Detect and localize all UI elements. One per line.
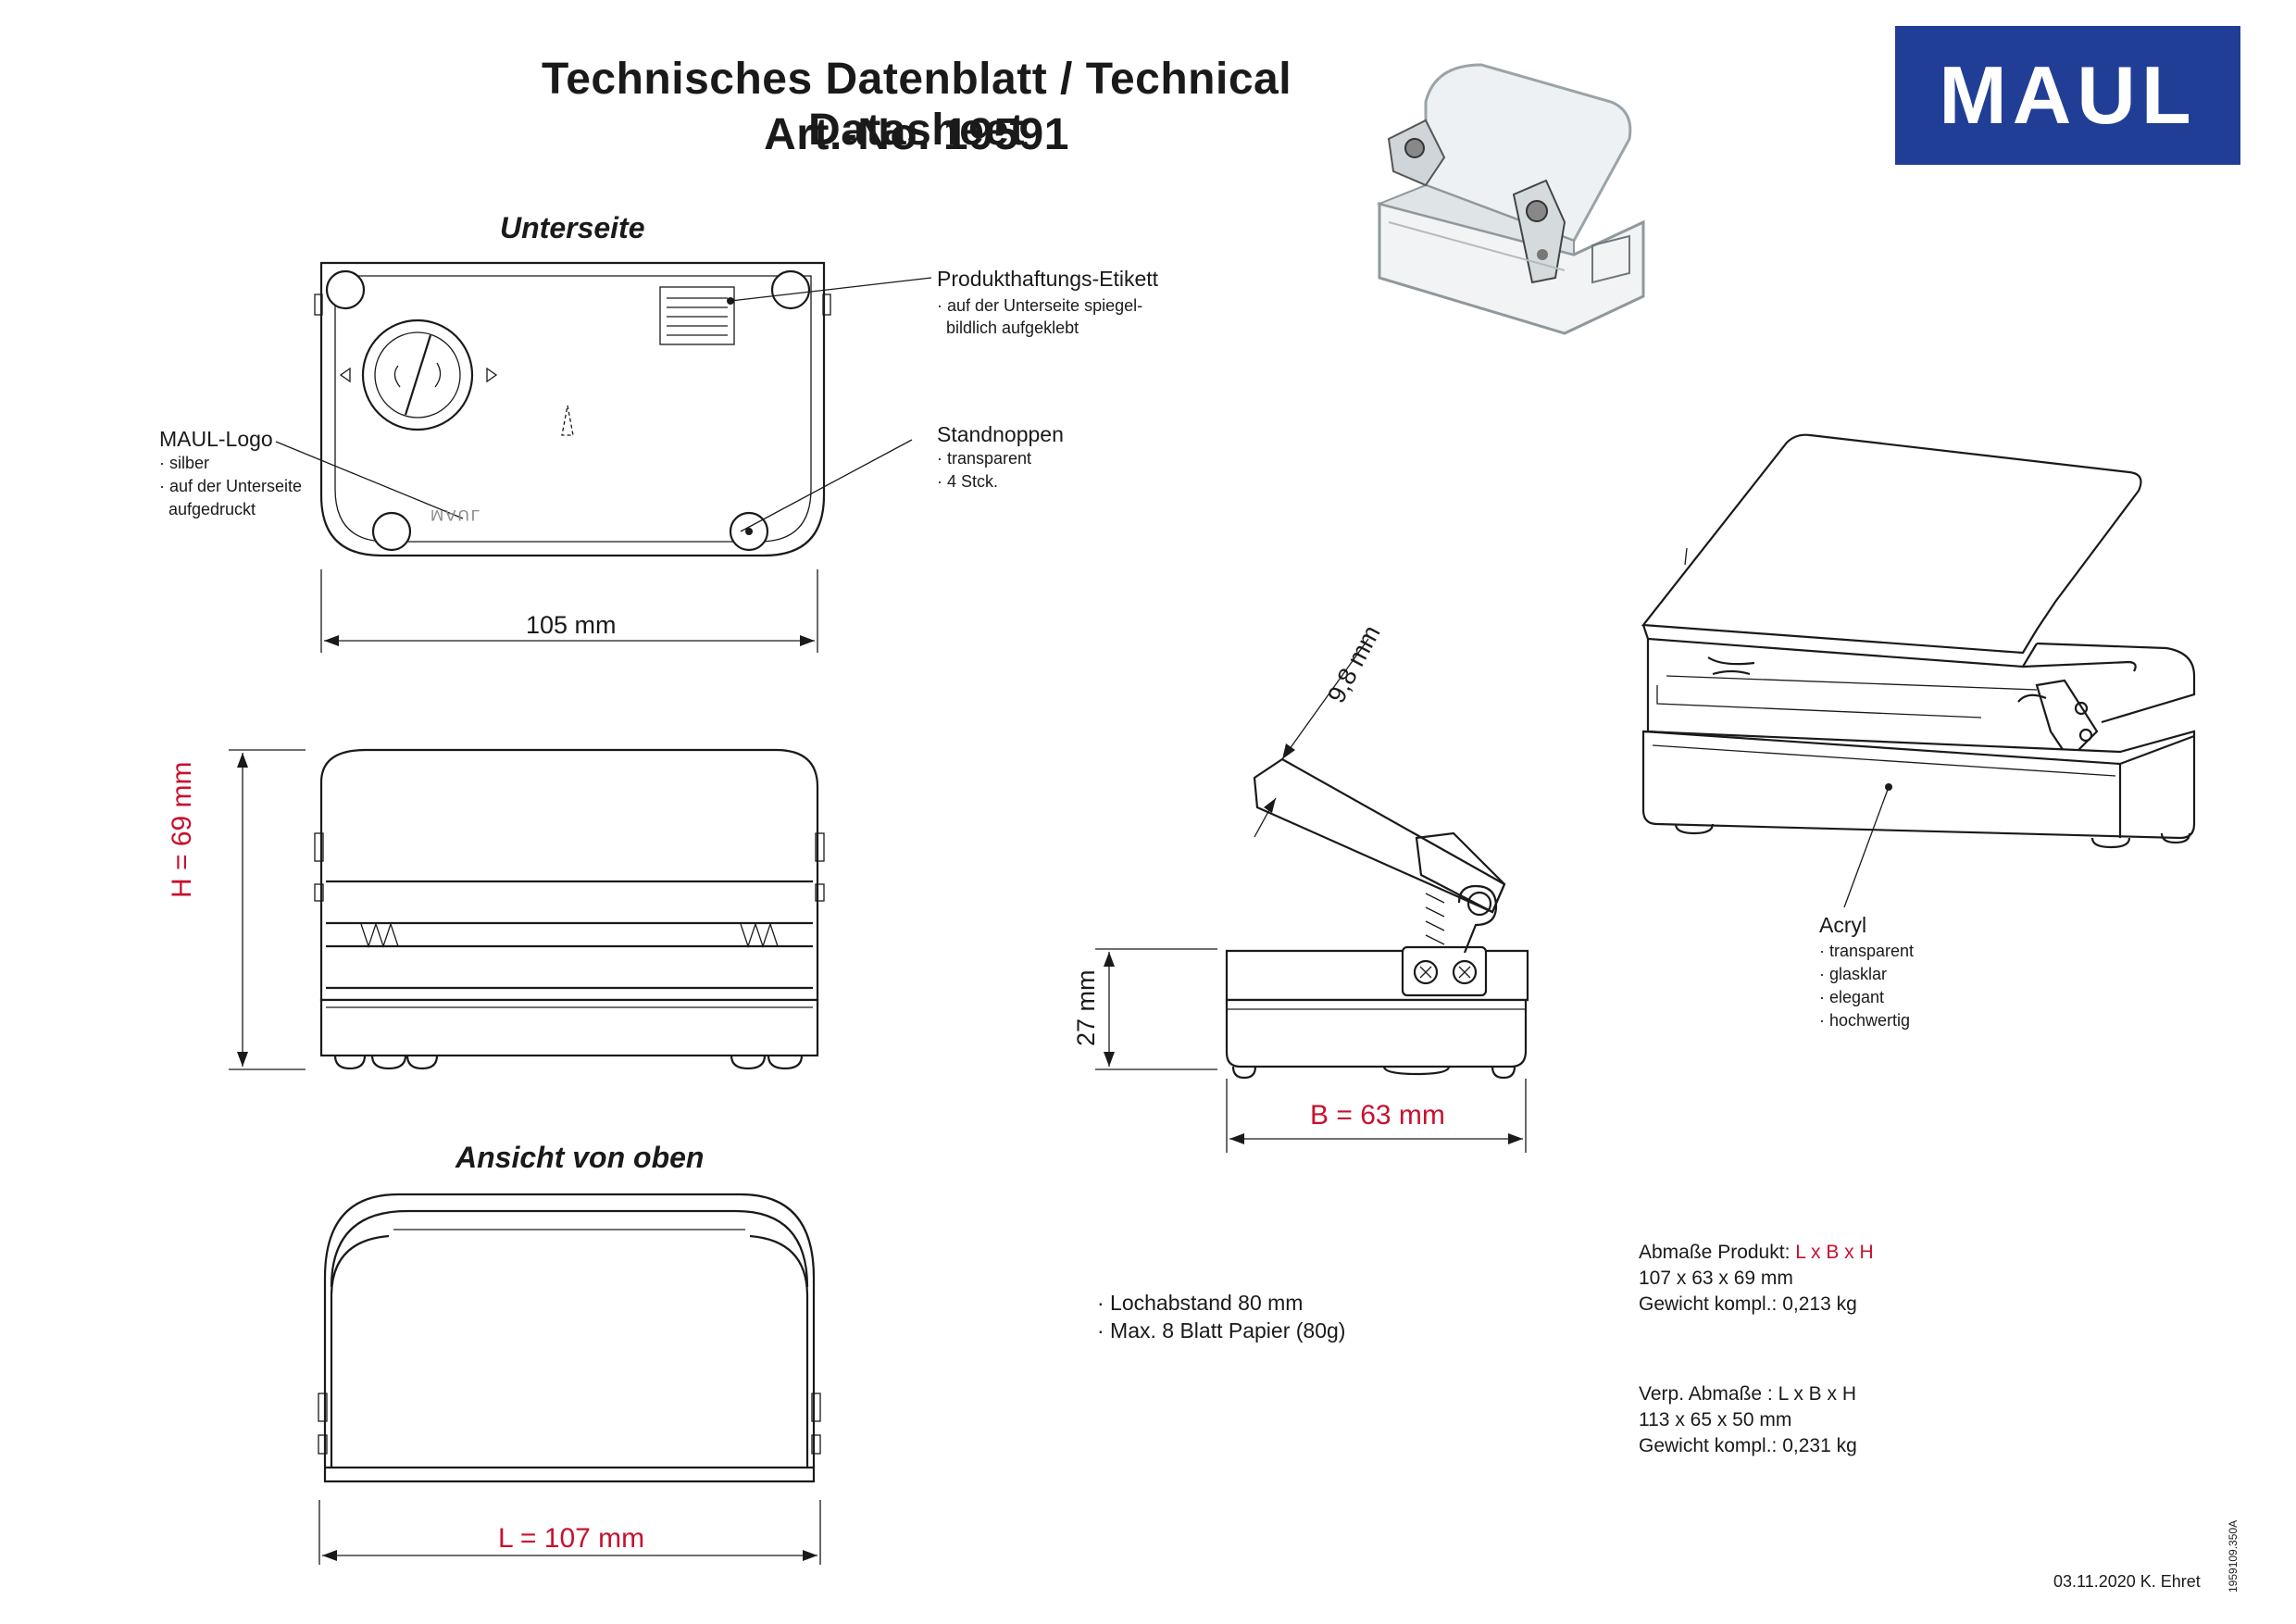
feature-max-sheets: · Max. 8 Blatt Papier (80g) [1097,1318,1346,1343]
product-weight: Gewicht kompl.: 0,213 kg [1639,1293,1857,1315]
logo-callout-note1: · silber [159,454,210,472]
label-callout-title: Produkthaftungs-Etikett [937,267,1159,291]
dimension-height-label: H = 69 mm [167,761,197,898]
section-bottom-view: Unterseite [500,211,645,244]
dimension-105 [320,569,818,653]
dimension-27-label: 27 mm [1072,969,1100,1046]
mirrored-logo: MAUL [430,506,482,524]
feature-hole-distance: · Lochabstand 80 mm [1097,1291,1304,1315]
dimension-depth [1226,1079,1527,1153]
dimension-open-gap [1254,638,1369,838]
package-dimensions-value: 113 x 65 x 50 mm [1639,1409,1792,1430]
product-lbh-text: L x B x H [1795,1242,1874,1263]
label-callout-note2: bildlich aufgeklebt [946,319,1079,337]
dimension-105-label: 105 mm [526,611,617,639]
dimension-length [318,1500,821,1565]
acryl-callout-note3: · elegant [1819,988,1885,1006]
feet-callout-note1: · transparent [937,449,1032,468]
feet-callout-title: Standnoppen [937,422,1064,446]
front-view-drawing [314,748,825,1070]
perspective-drawing [1641,433,2196,908]
product-label-text: Abmaße Produkt: [1639,1242,1796,1263]
logo-callout-note2: · auf der Unterseite [159,477,303,495]
logo-callout-note3: aufgedruckt [168,500,256,518]
dimension-height [229,749,306,1070]
section-top-view: Ansicht von oben [455,1141,705,1174]
label-callout-note1: · auf der Unterseite spiegel- [937,296,1143,315]
brand-name: MAUL [1939,49,2197,141]
bottom-view-drawing [275,261,932,557]
dimension-depth-label: B = 63 mm [1310,1100,1445,1131]
feet-callout-note2: · 4 Stck. [937,472,999,491]
product-dimensions-label: Abmaße Produkt: L x B x H [1639,1240,1874,1266]
maul-logo: MAUL [1895,26,2240,165]
acryl-callout-note2: · glasklar [1819,965,1888,983]
footer-date-author: 03.11.2020 K. Ehret [2053,1572,2201,1591]
product-dimensions-value: 107 x 63 x 69 mm [1639,1268,1793,1289]
page-title: Technisches Datenblatt / Technical Datas… [541,55,1292,155]
logo-callout-title: MAUL-Logo [159,427,273,451]
acryl-callout-note1: · transparent [1819,942,1915,960]
package-dimensions-label: Verp. Abmaße : L x B x H [1639,1383,1856,1405]
acryl-callout-title: Acryl [1819,913,1867,937]
top-view-drawing [318,1193,821,1483]
side-view-drawing [1225,757,1529,1080]
package-weight: Gewicht kompl.: 0,231 kg [1639,1435,1857,1456]
acryl-callout-note4: · hochwertig [1819,1011,1911,1030]
dimension-27 [1095,948,1217,1070]
dimension-length-label: L = 107 mm [498,1523,645,1554]
footer-doc-code: 1959109.350A [2227,1519,2240,1593]
product-photo [1376,63,1645,335]
article-number: Art.-No. 19591 [764,110,1069,159]
